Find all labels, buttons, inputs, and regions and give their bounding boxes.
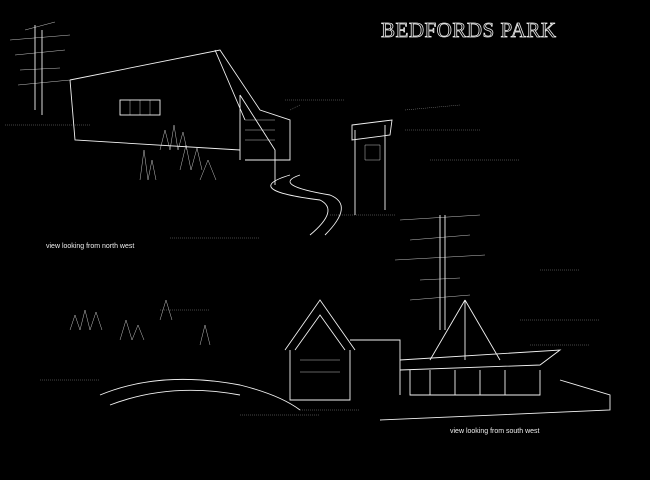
view-caption-south-west: view looking from south west <box>450 428 540 435</box>
footpath <box>99 378 301 411</box>
glazing <box>409 370 541 396</box>
tree-foliage <box>394 214 486 301</box>
south-west-view-sketch <box>40 214 611 421</box>
shrubs <box>139 124 217 181</box>
shrubs <box>69 299 211 346</box>
pavilion-roof <box>350 339 562 395</box>
view-caption-north-west: view looking from north west <box>46 243 135 250</box>
pavilion-pyramid <box>429 299 501 361</box>
roof-outline <box>69 49 291 161</box>
tree-trunk <box>34 25 43 115</box>
sheet-title: BEDFORDS PARK <box>381 18 557 43</box>
tree-foliage <box>9 21 71 86</box>
tree-trunk <box>439 215 446 330</box>
gable <box>214 49 276 185</box>
entrance-structure <box>351 119 393 215</box>
gable <box>284 299 356 351</box>
footpath <box>270 174 342 236</box>
north-west-view-sketch <box>5 21 520 239</box>
